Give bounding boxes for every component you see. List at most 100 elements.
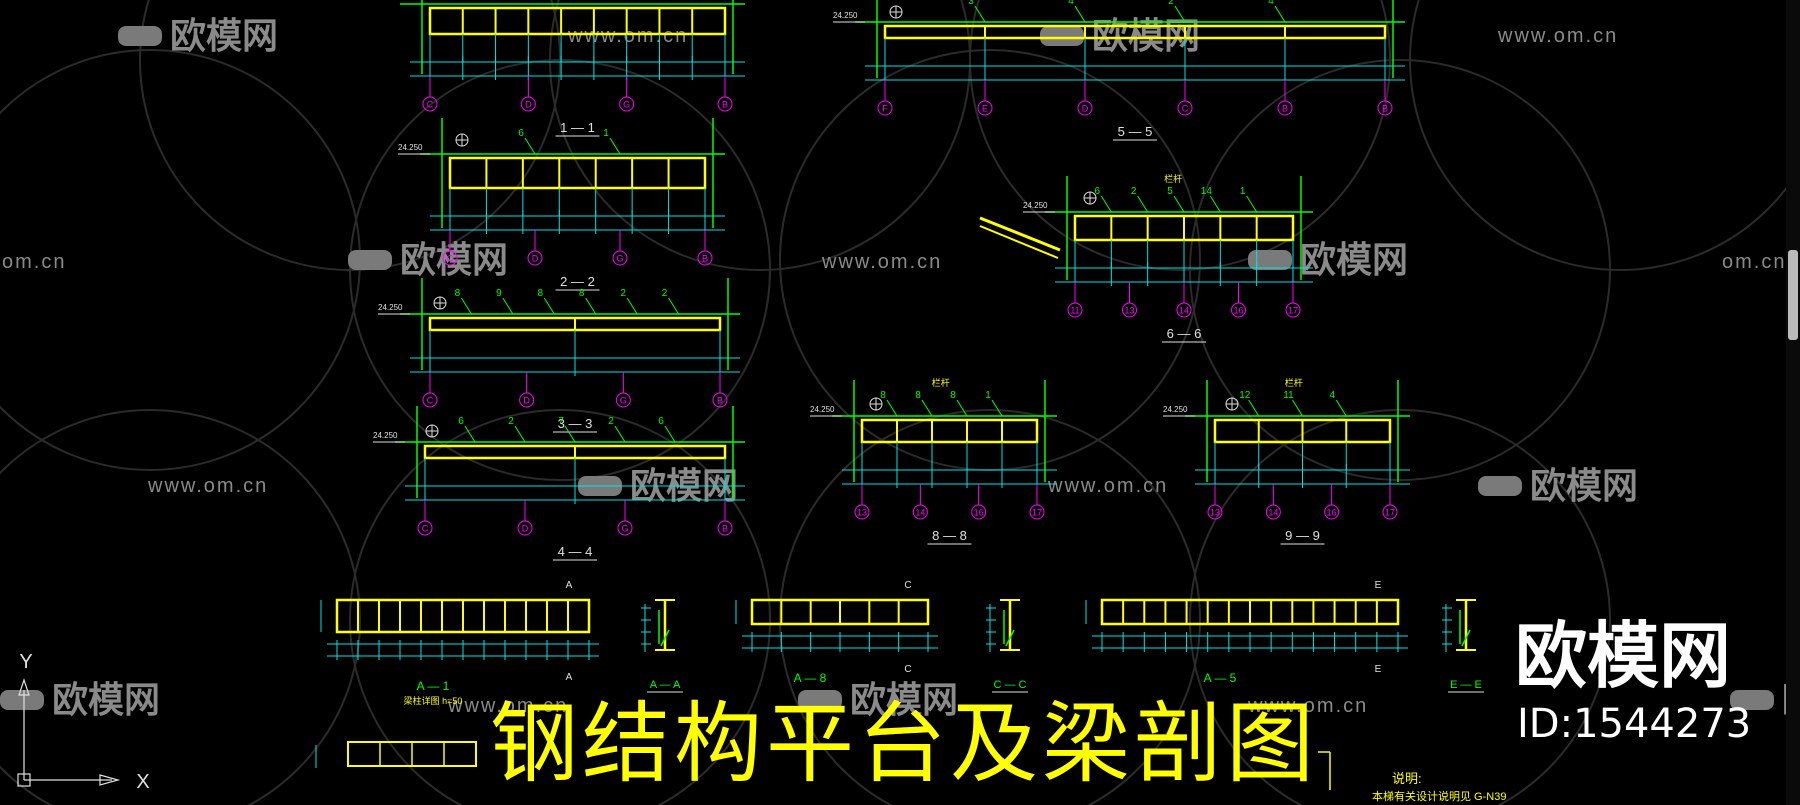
watermark-logo-text: 欧模网 <box>400 239 508 280</box>
watermark-url: www.om.cn <box>1247 695 1368 717</box>
brand-logo-text: 欧模网 <box>1515 614 1732 698</box>
grid-label: 13 <box>857 508 867 518</box>
leader-line <box>461 297 472 315</box>
watermark-logo: 欧模网 <box>798 679 958 720</box>
watermark-url: om.cn <box>2 251 66 273</box>
callout-number: 4 <box>1329 390 1335 401</box>
grid-bubble <box>912 504 928 520</box>
grid-bubble <box>520 96 536 112</box>
grid-bubble <box>1176 302 1192 318</box>
leader-line <box>514 425 526 443</box>
section-label: E — E <box>1450 679 1482 691</box>
leader-line <box>921 399 933 417</box>
grid-bubble <box>422 392 438 408</box>
leader-line <box>1100 195 1112 213</box>
sofa-icon <box>118 26 162 46</box>
watermark-logo: 欧模网 <box>118 15 278 56</box>
callout-number: 4 <box>1268 0 1274 7</box>
leader-line <box>626 297 638 315</box>
leader-line <box>974 5 986 23</box>
watermark-url: www.om.cn <box>1047 475 1168 497</box>
grid-bubble <box>527 250 543 266</box>
callout-number: 6 <box>1095 186 1101 197</box>
callout-number: 1 <box>985 390 991 401</box>
callout-number: 1 <box>603 128 609 139</box>
grid-label: C <box>427 100 434 110</box>
callout-number: 3 <box>968 0 974 7</box>
callout-number: 9 <box>496 288 502 299</box>
grid-label: 17 <box>1032 508 1042 518</box>
section-label: 1 — 1 <box>560 120 595 135</box>
grid-bubble <box>697 250 713 266</box>
grid-bubble <box>877 100 893 116</box>
grid-label: C <box>422 524 429 534</box>
brace-line <box>660 629 670 647</box>
section-label: 6 — 6 <box>1167 326 1202 341</box>
grid-bubble <box>417 520 433 536</box>
grid-bubble <box>854 504 870 520</box>
leader-line <box>1246 195 1258 213</box>
watermark-arc <box>969 0 1391 271</box>
grid-label: 17 <box>1288 306 1298 316</box>
watermark-arc <box>779 409 1201 805</box>
leader-line <box>991 399 1003 417</box>
watermark-arc <box>1409 0 1800 271</box>
beam-tag: A <box>566 580 573 591</box>
grid-bubble <box>519 392 535 408</box>
grid-bubble <box>517 520 533 536</box>
grid-label: 14 <box>915 508 925 518</box>
vertical-scrollbar[interactable] <box>1786 0 1800 805</box>
callout-number: 8 <box>880 390 886 401</box>
grid-label: B <box>1282 104 1288 114</box>
leader-line <box>886 399 898 417</box>
callout-number: 8 <box>950 390 956 401</box>
grid-label: B <box>1382 104 1388 114</box>
grid-bubble <box>619 96 635 112</box>
notes-line: 本梯有关设计说明见 G-N39 <box>1372 791 1507 803</box>
section-label: 9 — 9 <box>1285 528 1320 543</box>
beam-a-5: EEA — 5 <box>1085 580 1408 685</box>
grid-label: G <box>621 524 628 534</box>
beam-outline <box>883 24 1387 40</box>
beam-tag: E <box>1375 580 1382 591</box>
leader-line <box>668 297 679 315</box>
leader-line <box>1292 399 1303 417</box>
grid-label: D <box>1082 104 1089 114</box>
ucs-y-arrow <box>18 678 30 696</box>
callout-number: 2 <box>620 288 626 299</box>
watermark-logo: 欧模网 <box>1248 239 1408 280</box>
grid-bubble <box>1285 302 1301 318</box>
grid-label: 11 <box>1070 306 1079 316</box>
elevation-label: 24.250 <box>378 303 403 312</box>
callout-number: 2 <box>1168 0 1174 7</box>
beam-outline <box>448 156 707 190</box>
sofa-icon <box>0 690 44 710</box>
elevation-label: 24.250 <box>810 405 835 414</box>
grid-bubble <box>1029 504 1045 520</box>
grid-label: G <box>623 100 630 110</box>
grid-label: E <box>982 104 988 114</box>
scrollbar-thumb[interactable] <box>1788 250 1798 340</box>
grid-label: 13 <box>1124 306 1134 316</box>
callout-number: 8 <box>915 390 921 401</box>
callout-number: 12 <box>1239 390 1251 401</box>
beam-label: A — 8 <box>794 671 827 685</box>
grid-bubble <box>612 250 628 266</box>
grid-label: C <box>1182 104 1189 114</box>
leader-line <box>1173 195 1185 213</box>
callout-number: 1 <box>1240 186 1246 197</box>
callout-number: 2 <box>608 416 614 427</box>
watermark-logo-text: 欧模网 <box>1092 15 1200 56</box>
grid-bubble <box>1177 100 1193 116</box>
leader-line <box>1074 5 1086 23</box>
leader-line <box>464 425 476 443</box>
